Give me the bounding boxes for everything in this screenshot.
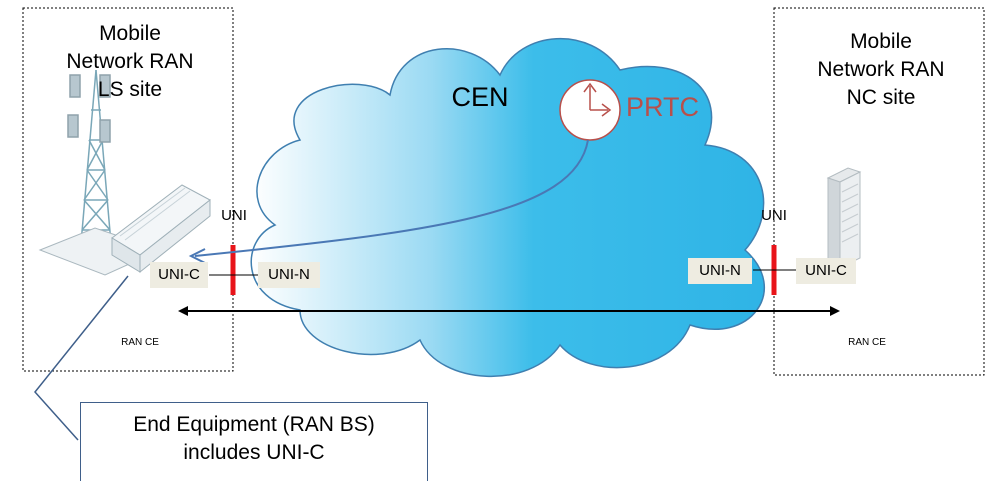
right-ran-ce-label: RAN CE [848,337,886,348]
right-site-box [773,7,985,376]
left-uni-label: UNI [221,207,247,224]
timing-path-arrowhead [188,248,206,264]
left-site-box [22,7,234,372]
prtc-clock-icon [559,79,621,141]
callout-line2: includes UNI-C [183,441,325,464]
cell-tower-icon [67,69,113,256]
callout-leader-line [34,275,129,441]
right-site-title-line2: Network RAN [817,58,945,81]
end-equipment-callout: End Equipment (RAN BS) includes UNI-C [80,402,428,481]
left-site-title: Mobile Network RAN LS site [30,20,230,104]
prtc-label: PRTC [626,92,700,122]
right-site-title: Mobile Network RAN NC site [781,28,981,112]
right-uni-n-box: UNI-N [688,258,752,284]
right-uni-label: UNI [761,207,787,224]
cen-label: CEN [451,82,509,112]
right-uni-c-box: UNI-C [796,258,856,284]
right-site-title-line1: Mobile [850,30,912,53]
server-rack-icon [826,167,862,269]
left-ran-ce-label: RAN CE [121,337,159,348]
timing-path-arrow [194,139,589,257]
ran-bs-device-icon [111,184,211,274]
left-site-title-line3: LS site [97,78,163,101]
callout-line1: End Equipment (RAN BS) [133,413,375,436]
left-site-title-line2: Network RAN [66,50,194,73]
left-site-title-line1: Mobile [99,22,161,45]
left-uni-n-box: UNI-N [258,262,320,288]
right-site-title-line3: NC site [846,86,916,109]
left-uni-c-box: UNI-C [150,262,208,288]
